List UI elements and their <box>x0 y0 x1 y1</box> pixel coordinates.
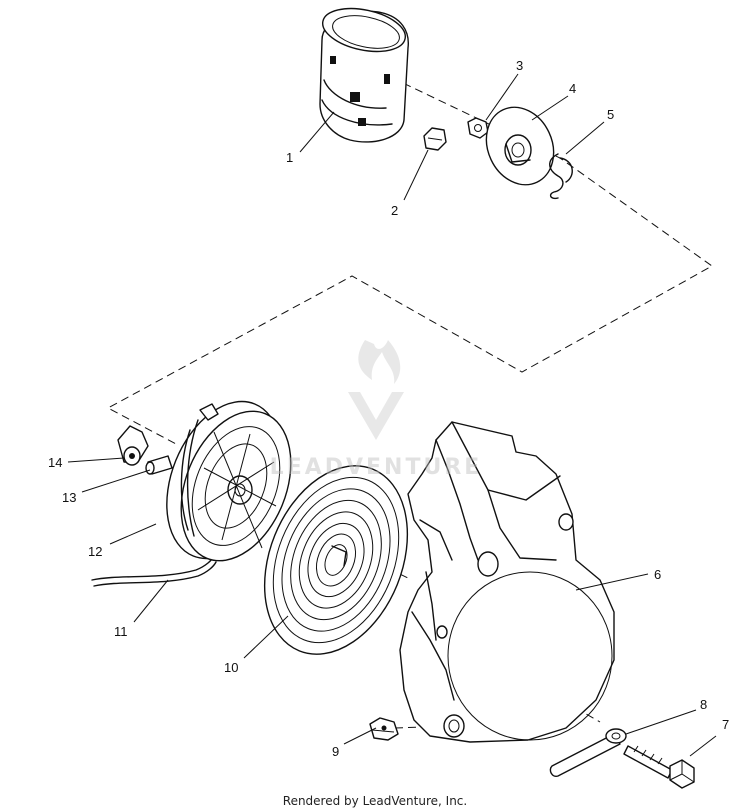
callout-4: 4 <box>569 81 576 96</box>
callout-12: 12 <box>88 544 102 559</box>
callout-5: 5 <box>607 107 614 122</box>
flange-nut <box>369 717 399 741</box>
ratchet-plate <box>485 106 555 186</box>
rope-reel <box>166 400 292 562</box>
watermark-text: LEADVENTURE <box>270 455 483 480</box>
callout-6: 6 <box>654 567 661 582</box>
callout-2: 2 <box>391 203 398 218</box>
callout-1: 1 <box>286 150 293 165</box>
callout-10: 10 <box>224 660 238 675</box>
callout-13: 13 <box>62 490 76 505</box>
pawl <box>117 425 149 466</box>
callout-9: 9 <box>332 744 339 759</box>
callout-3: 3 <box>516 58 523 73</box>
watermark: LEADVENTURE <box>270 340 483 480</box>
starter-cup <box>319 7 409 143</box>
callout-8: 8 <box>700 697 707 712</box>
hex-bolt-long <box>623 745 695 789</box>
footer-credit: Rendered by LeadVenture, Inc. <box>282 794 468 808</box>
starter-rope <box>91 555 217 587</box>
callout-leaders <box>67 73 717 757</box>
callout-7: 7 <box>722 717 729 732</box>
spring-clip <box>549 153 573 200</box>
starter-housing <box>399 421 615 743</box>
bolt-small <box>423 127 447 151</box>
recoil-spring <box>263 465 409 655</box>
pawl-pin <box>145 455 173 475</box>
callout-14: 14 <box>48 455 62 470</box>
nut <box>467 117 489 139</box>
callout-labels: 1 2 3 4 5 6 7 8 9 10 11 12 13 14 <box>48 58 729 759</box>
callout-11: 11 <box>114 624 128 639</box>
handle-bracket <box>549 728 627 778</box>
